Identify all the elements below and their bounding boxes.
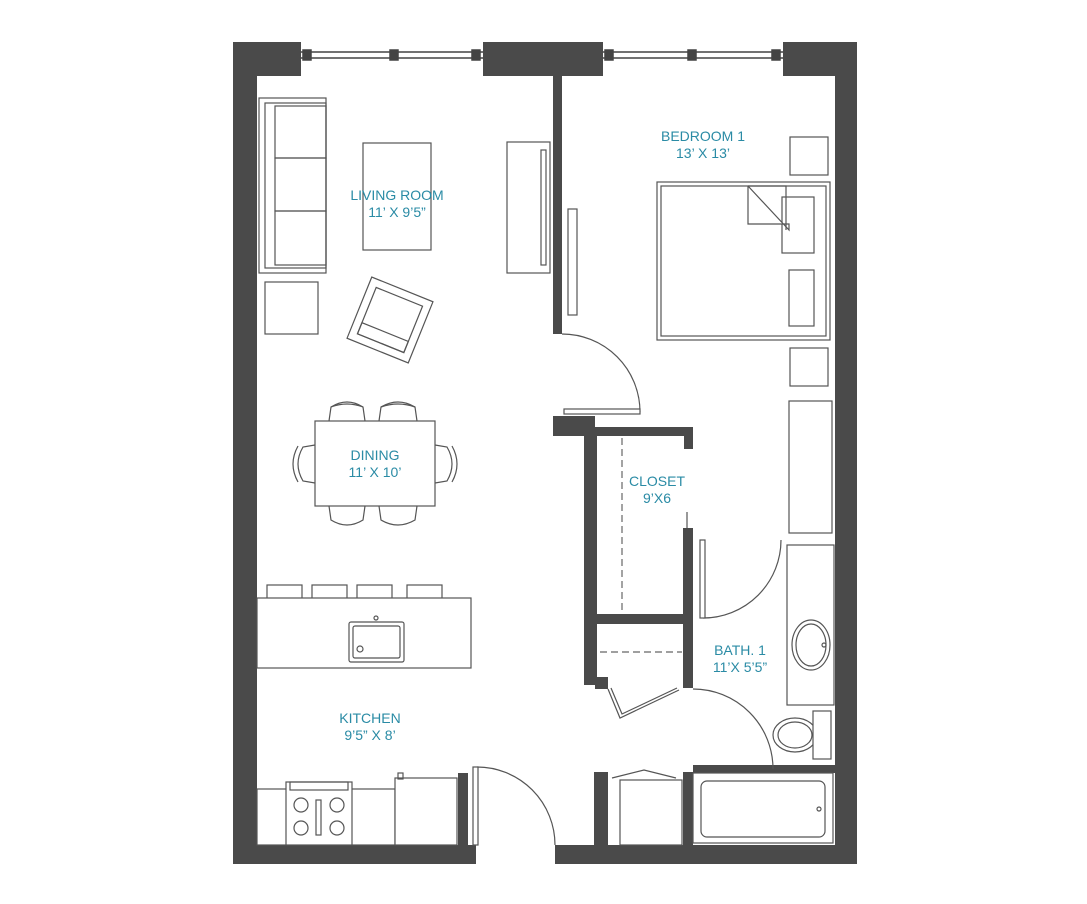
bedroom-name: BEDROOM 1: [660, 128, 746, 144]
linen-cabinet: [619, 779, 683, 846]
wall-right: [835, 42, 857, 864]
doors: [472, 333, 782, 846]
wall-bath-divider-top: [693, 765, 835, 773]
walls: [233, 42, 857, 864]
entry-door-swing: [476, 766, 556, 846]
dining-name: DINING: [350, 447, 400, 463]
closet-label: CLOSET 9’X6: [629, 473, 685, 507]
wall-bottom-left: [233, 845, 476, 864]
bath-size: 11’X 5’5”: [712, 659, 768, 675]
living-room-name: LIVING ROOM: [350, 187, 444, 203]
sofa: [258, 97, 327, 274]
wall-left: [233, 42, 257, 864]
living-room-size: 11’ X 9’5”: [368, 204, 426, 220]
bath-lower-door-swing: [692, 688, 774, 770]
wall-closet-top-right: [595, 427, 693, 436]
bath-door-leaf: [699, 539, 706, 619]
dining-table: [314, 420, 436, 507]
kitchen-label: KITCHEN 9’5” X 8’: [339, 710, 400, 744]
bedroom-label: BEDROOM 1 13’ X 13’: [661, 128, 745, 162]
wall-closet-bottom-left: [595, 677, 608, 689]
dining-chairs: [292, 401, 458, 526]
wall-closet-divider: [595, 614, 693, 624]
wall-bath-divider-mid: [683, 772, 693, 845]
toilet-tank: [812, 710, 832, 760]
wall-living-bedroom: [553, 76, 562, 334]
tv-console: [506, 141, 551, 274]
wall-closet-left: [584, 427, 597, 685]
kitchen-name: KITCHEN: [339, 710, 401, 726]
wall-panel: [567, 208, 578, 316]
vanity-basin: [791, 619, 831, 671]
living-room-label: LIVING ROOM 11’ X 9’5”: [350, 187, 443, 221]
side-table: [264, 281, 319, 335]
windows: [301, 49, 783, 61]
wall-kitchen-entry: [458, 773, 468, 845]
closet-bifold-door: [607, 688, 680, 719]
dining-size: 11’ X 10’: [348, 464, 402, 480]
bathtub: [692, 772, 834, 844]
dining-label: DINING 11’ X 10’: [349, 447, 402, 481]
kitchen-sink: [348, 621, 405, 663]
furniture: [256, 97, 835, 846]
wall-top-mid: [483, 42, 603, 76]
wall-top-left: [233, 42, 301, 76]
wall-closet-right: [683, 528, 693, 688]
dresser: [788, 400, 833, 534]
linen-closet-door: [611, 769, 677, 779]
wall-bottom-right: [555, 845, 857, 864]
armchair: [346, 276, 434, 364]
coffee-table: [362, 142, 432, 251]
nightstand-bottom: [789, 347, 829, 387]
closet-name: CLOSET: [628, 473, 686, 489]
entry-door-leaf: [472, 766, 479, 846]
bath-label: BATH. 1 11’X 5’5”: [713, 642, 767, 676]
wall-bath-divider-left: [594, 772, 608, 845]
toilet: [772, 717, 818, 753]
bedroom-size: 13’ X 13’: [676, 145, 730, 161]
closet-size: 9’X6: [642, 490, 672, 506]
bar-stools: [266, 584, 443, 600]
pillow-bottom: [788, 269, 815, 327]
closet-bifold-door-inner: [610, 687, 678, 715]
bath-door-swing: [702, 539, 782, 619]
bedroom-door-leaf: [563, 408, 641, 415]
bath-name: BATH. 1: [714, 642, 766, 658]
wall-closet-top-stub: [684, 427, 693, 449]
wall-top-right: [783, 42, 857, 76]
closet-rods: [600, 438, 682, 653]
kitchen-size: 9’5” X 8’: [344, 727, 396, 743]
refrigerator: [394, 777, 458, 846]
bed-sheet-fold: [747, 185, 790, 232]
nightstand-top: [789, 136, 829, 176]
bedroom-door-swing: [561, 333, 641, 413]
